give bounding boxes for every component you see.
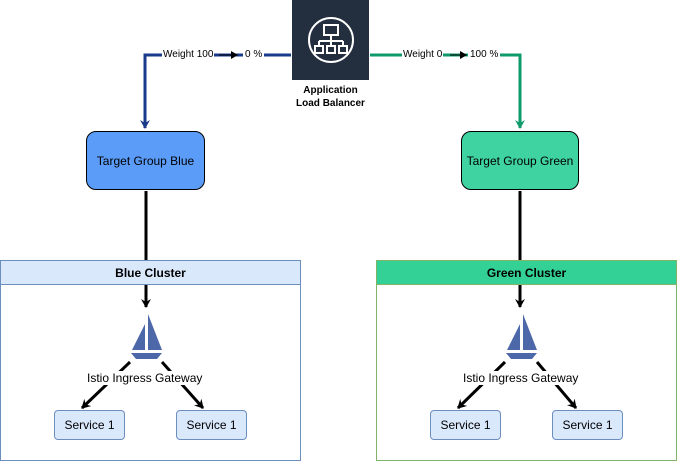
blue-percent-label: 0 %	[243, 48, 265, 62]
service-label: Service 1	[186, 418, 237, 432]
load-balancer-label-line2: Load Balancer	[296, 98, 365, 109]
target-group-blue-label: Target Group Blue	[96, 153, 195, 168]
blue-gateway-label: Istio Ingress Gateway	[86, 371, 204, 385]
blue-cluster-title: Blue Cluster	[115, 265, 186, 280]
green-percent-label: 100 %	[468, 48, 501, 62]
istio-icon	[506, 314, 537, 359]
service-label: Service 1	[562, 418, 613, 432]
green-service-left: Service 1	[430, 410, 501, 440]
green-cluster: Green Cluster	[376, 260, 677, 461]
alb-to-blue-edge	[140, 53, 291, 129]
green-weight-label: Weight 0	[402, 48, 444, 62]
blue-cluster-header: Blue Cluster	[1, 261, 300, 285]
blue-cluster: Blue Cluster	[0, 260, 301, 461]
istio-icon	[131, 314, 162, 359]
load-balancer-icon	[292, 0, 369, 80]
blue-service-right: Service 1	[176, 410, 247, 440]
load-balancer-label: Application Load Balancer	[272, 84, 389, 110]
alb-to-green-edge	[370, 53, 525, 129]
blue-weight-label: Weight 100	[162, 48, 215, 62]
green-cluster-title: Green Cluster	[486, 265, 567, 280]
service-label: Service 1	[64, 418, 115, 432]
green-service-right: Service 1	[552, 410, 623, 440]
target-group-green-label: Target Group Green	[466, 153, 574, 168]
blue-service-left: Service 1	[54, 410, 125, 440]
green-gateway-label: Istio Ingress Gateway	[462, 371, 580, 385]
load-balancer-label-line1: Application	[303, 85, 358, 96]
target-group-green: Target Group Green	[461, 131, 579, 190]
service-label: Service 1	[440, 418, 491, 432]
target-group-blue: Target Group Blue	[86, 131, 205, 190]
green-cluster-header: Green Cluster	[377, 261, 676, 285]
